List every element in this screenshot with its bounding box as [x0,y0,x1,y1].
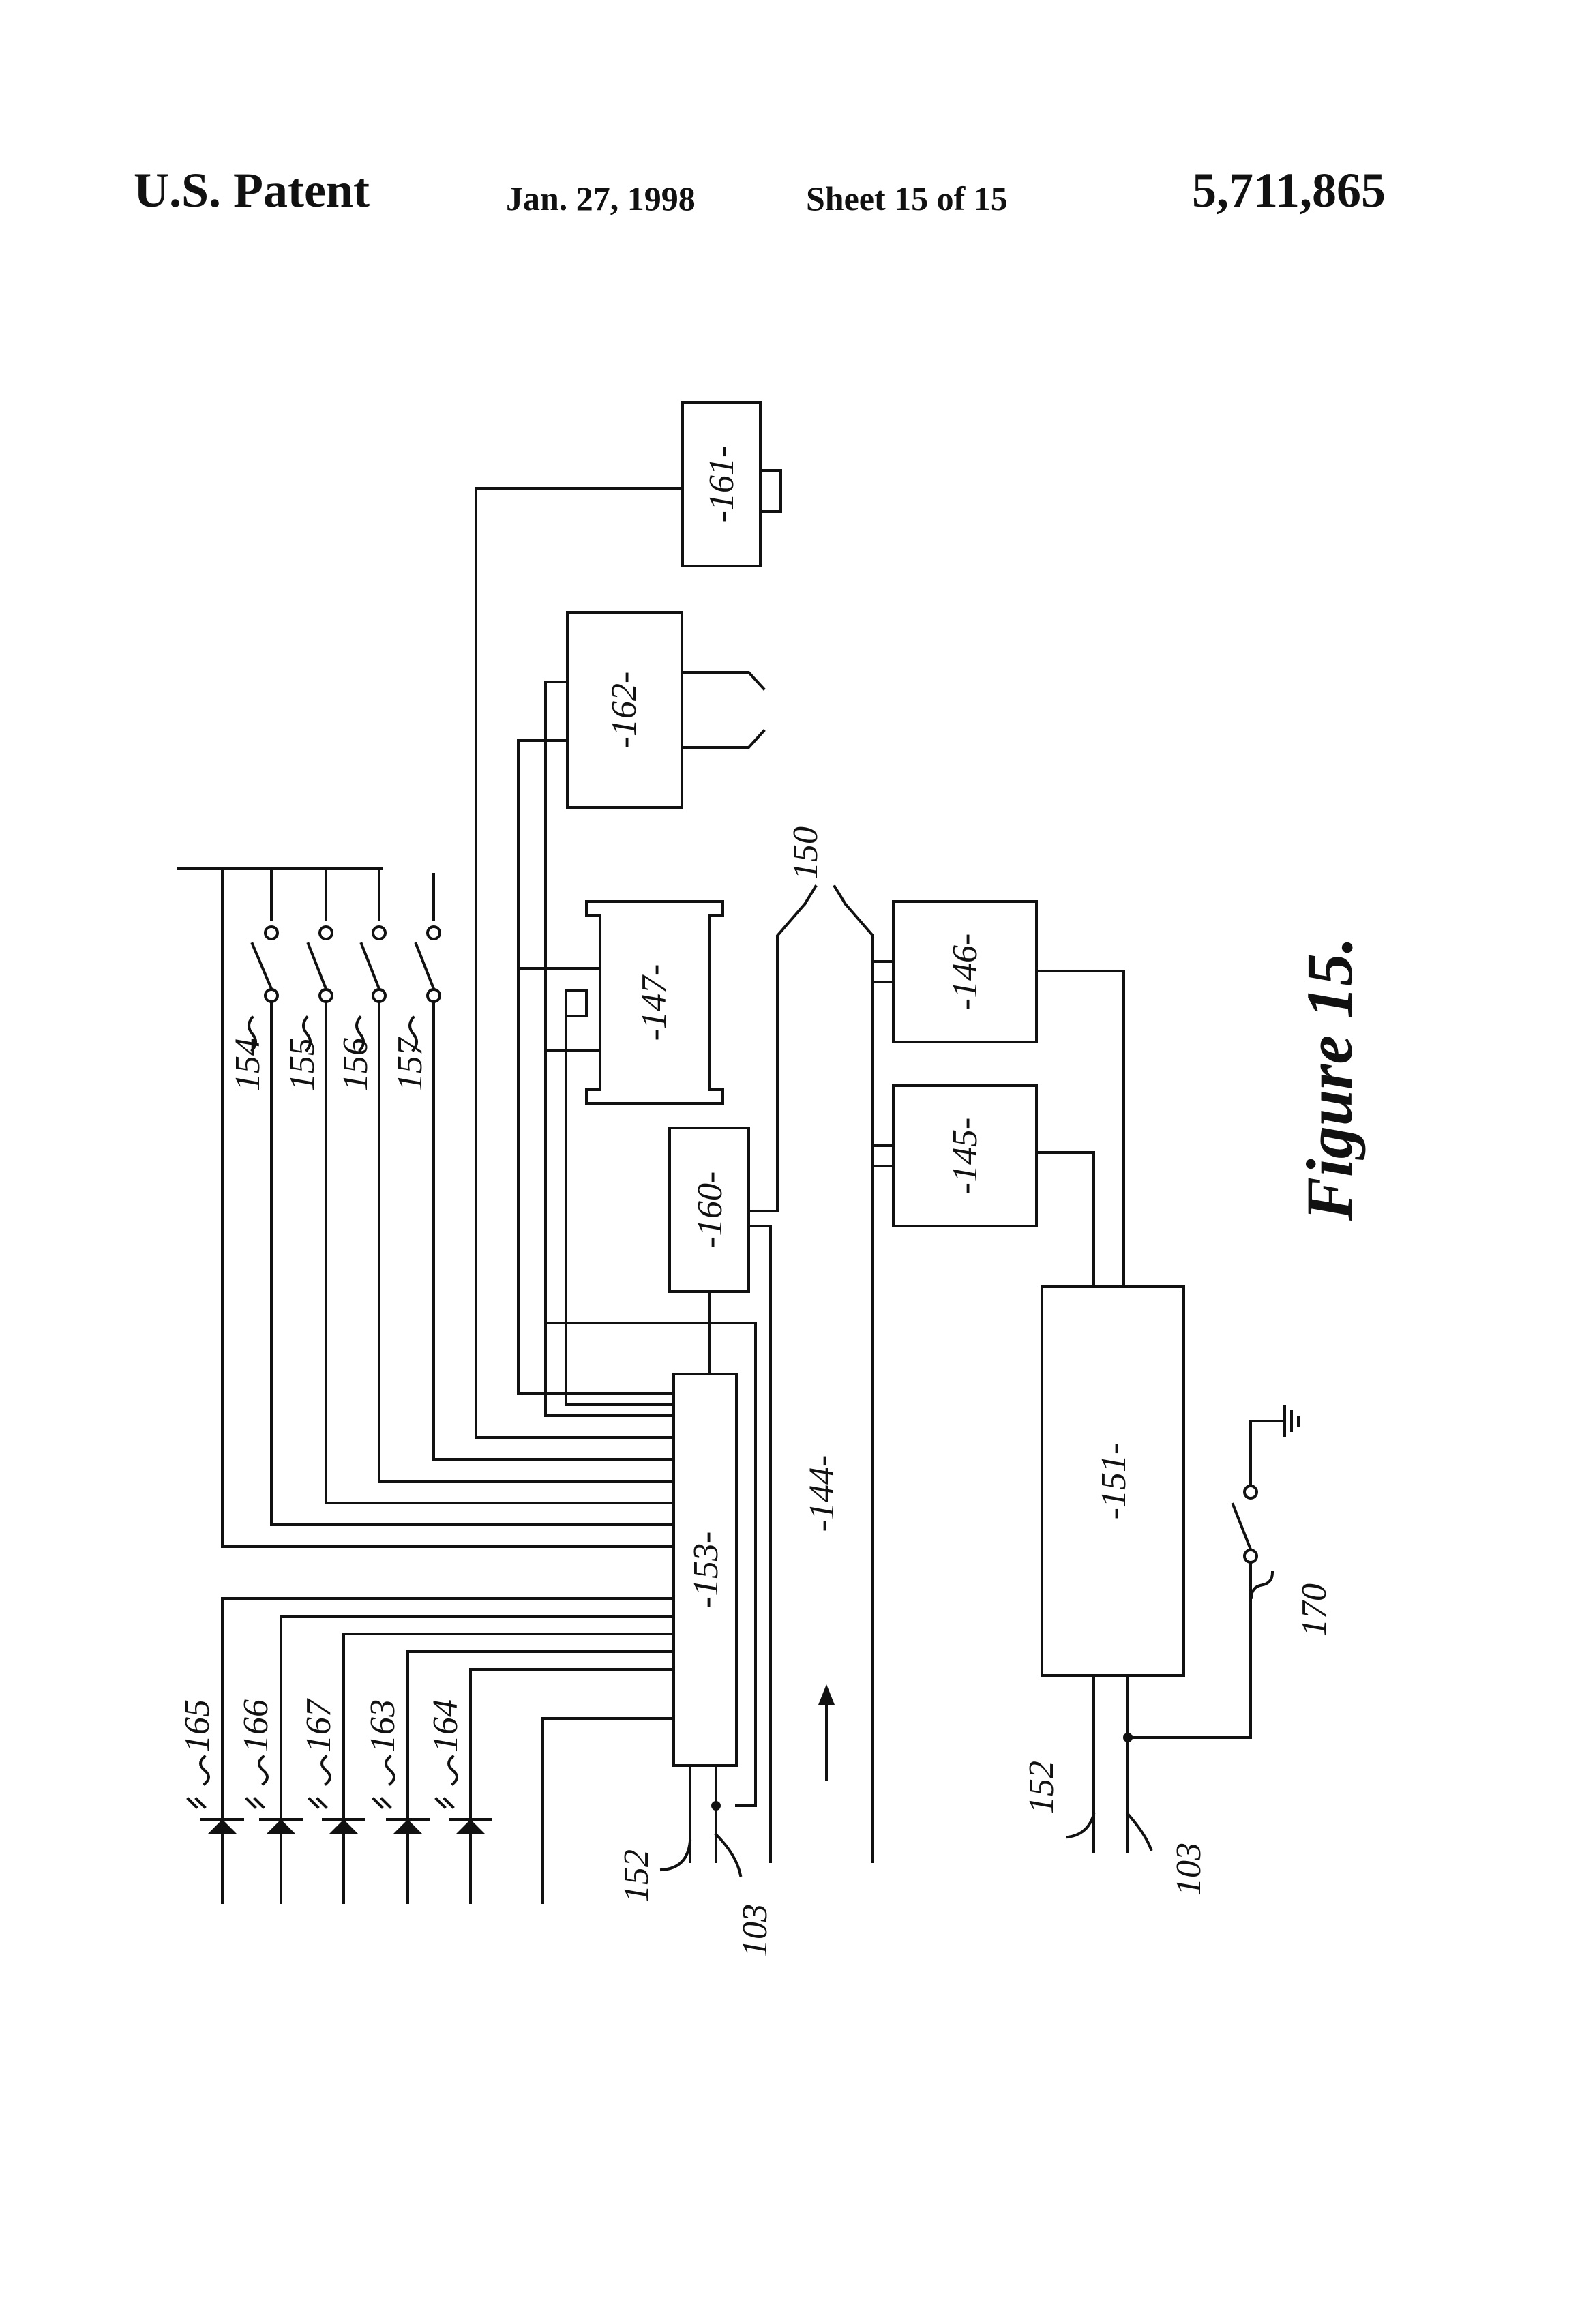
label-block-147: -147- [635,964,674,1041]
label-bus-144: -144- [803,1455,841,1532]
label-154: 154 [228,1038,267,1091]
label-block-146: -146- [946,934,985,1011]
label-157: 157 [391,1037,430,1091]
label-152-right: 152 [1022,1761,1061,1814]
label-block-160: -160- [691,1172,730,1249]
label-103-right: 103 [1169,1843,1208,1896]
figure-caption: Figure 15. [1293,937,1366,1221]
label-block-162: -162- [605,672,644,749]
label-163: 163 [363,1699,402,1753]
label-150: 150 [786,826,825,880]
label-152-left: 152 [617,1849,656,1903]
label-103-left: 103 [736,1904,775,1957]
label-155: 155 [283,1038,322,1091]
label-156: 156 [336,1038,375,1091]
label-167: 167 [299,1698,338,1753]
label-block-153: -153- [687,1532,726,1609]
label-block-151: -151- [1094,1443,1133,1520]
label-block-145: -145- [946,1118,985,1195]
label-164: 164 [426,1699,465,1753]
label-165: 165 [178,1699,217,1753]
label-170: 170 [1295,1583,1334,1637]
label-block-161: -161- [702,446,741,523]
label-166: 166 [237,1699,275,1753]
